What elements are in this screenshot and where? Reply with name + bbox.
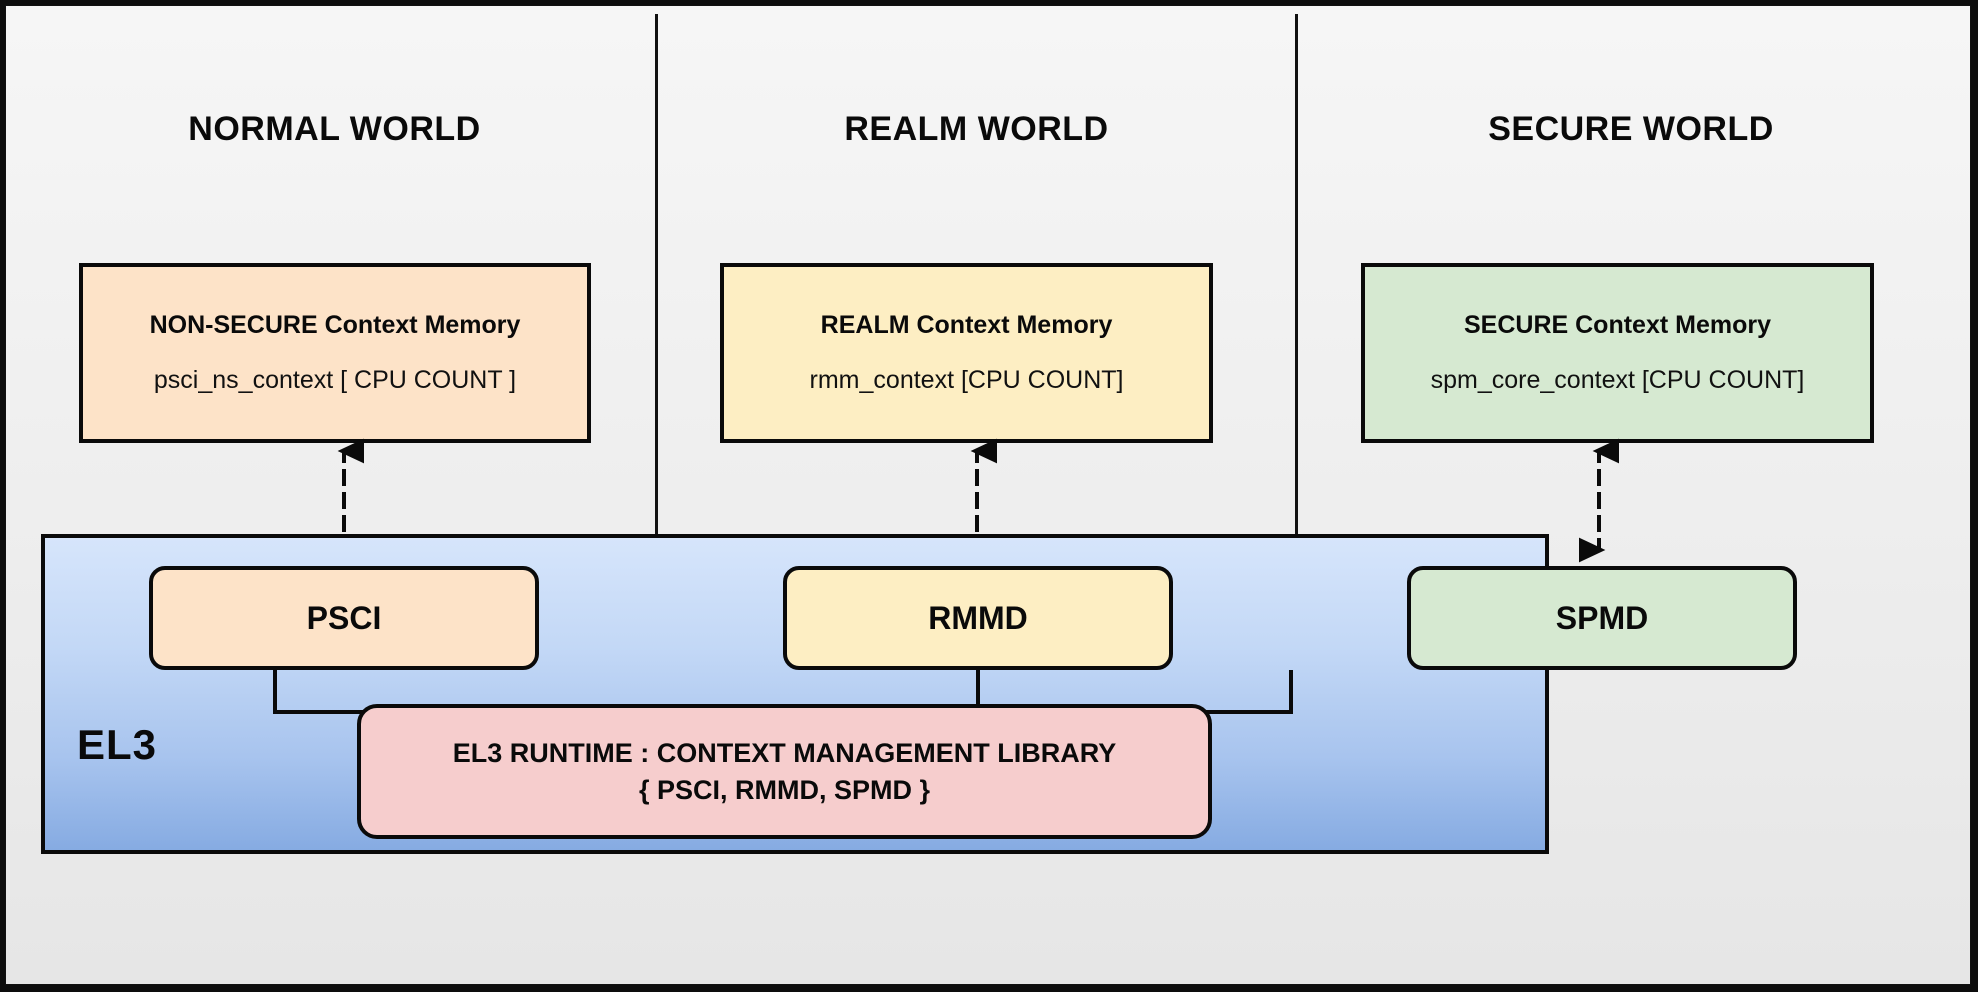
world-column-normal: NORMAL WORLD xyxy=(14,14,655,539)
world-title-normal: NORMAL WORLD xyxy=(188,110,481,148)
context-memory-box-realm: REALM Context Memory rmm_context [CPU CO… xyxy=(720,263,1213,443)
context-memory-box-secure: SECURE Context Memory spm_core_context [… xyxy=(1361,263,1874,443)
diagram-canvas: NORMAL WORLD NON-SECURE Context Memory p… xyxy=(5,5,1971,985)
el3-runtime-library-box[interactable]: EL3 RUNTIME : CONTEXT MANAGEMENT LIBRARY… xyxy=(357,704,1212,839)
dashed-arrow-realm xyxy=(957,438,997,563)
world-column-secure: SECURE WORLD xyxy=(1298,14,1964,539)
connector-drop-rmmd xyxy=(976,670,980,714)
world-divider-realm-secure xyxy=(1295,14,1298,539)
dispatcher-label-psci: PSCI xyxy=(306,599,382,636)
dashed-arrow-secure xyxy=(1579,438,1619,563)
context-memory-symbol-normal: psci_ns_context [ CPU COUNT ] xyxy=(153,366,517,394)
dispatcher-label-spmd: SPMD xyxy=(1555,599,1649,636)
world-column-realm: REALM WORLD xyxy=(658,14,1295,539)
context-memory-symbol-secure: spm_core_context [CPU COUNT] xyxy=(1430,366,1805,394)
world-divider-normal-realm xyxy=(655,14,658,539)
el3-panel: EL3 PSCI RMMD SPMD EL3 RUNTIME : CONTEXT… xyxy=(41,534,1797,854)
context-memory-box-normal: NON-SECURE Context Memory psci_ns_contex… xyxy=(79,263,591,443)
context-memory-symbol-realm: rmm_context [CPU COUNT] xyxy=(809,366,1124,394)
context-memory-title-normal: NON-SECURE Context Memory xyxy=(149,311,521,339)
el3-label: EL3 xyxy=(77,721,158,768)
dispatcher-box-rmmd[interactable]: RMMD xyxy=(783,566,1173,670)
context-memory-title-realm: REALM Context Memory xyxy=(820,311,1113,339)
dispatcher-box-spmd[interactable]: SPMD xyxy=(1407,566,1797,670)
runtime-line-2: { PSCI, RMMD, SPMD } xyxy=(638,774,931,805)
connector-drop-spmd xyxy=(1289,670,1293,714)
world-title-realm: REALM WORLD xyxy=(844,110,1109,148)
runtime-line-1: EL3 RUNTIME : CONTEXT MANAGEMENT LIBRARY xyxy=(452,738,1117,769)
dispatcher-box-psci[interactable]: PSCI xyxy=(149,566,539,670)
world-title-secure: SECURE WORLD xyxy=(1488,110,1774,148)
dispatcher-label-rmmd: RMMD xyxy=(928,599,1028,636)
dashed-arrow-normal xyxy=(324,438,364,563)
context-memory-title-secure: SECURE Context Memory xyxy=(1464,311,1771,339)
connector-drop-psci xyxy=(273,670,277,714)
